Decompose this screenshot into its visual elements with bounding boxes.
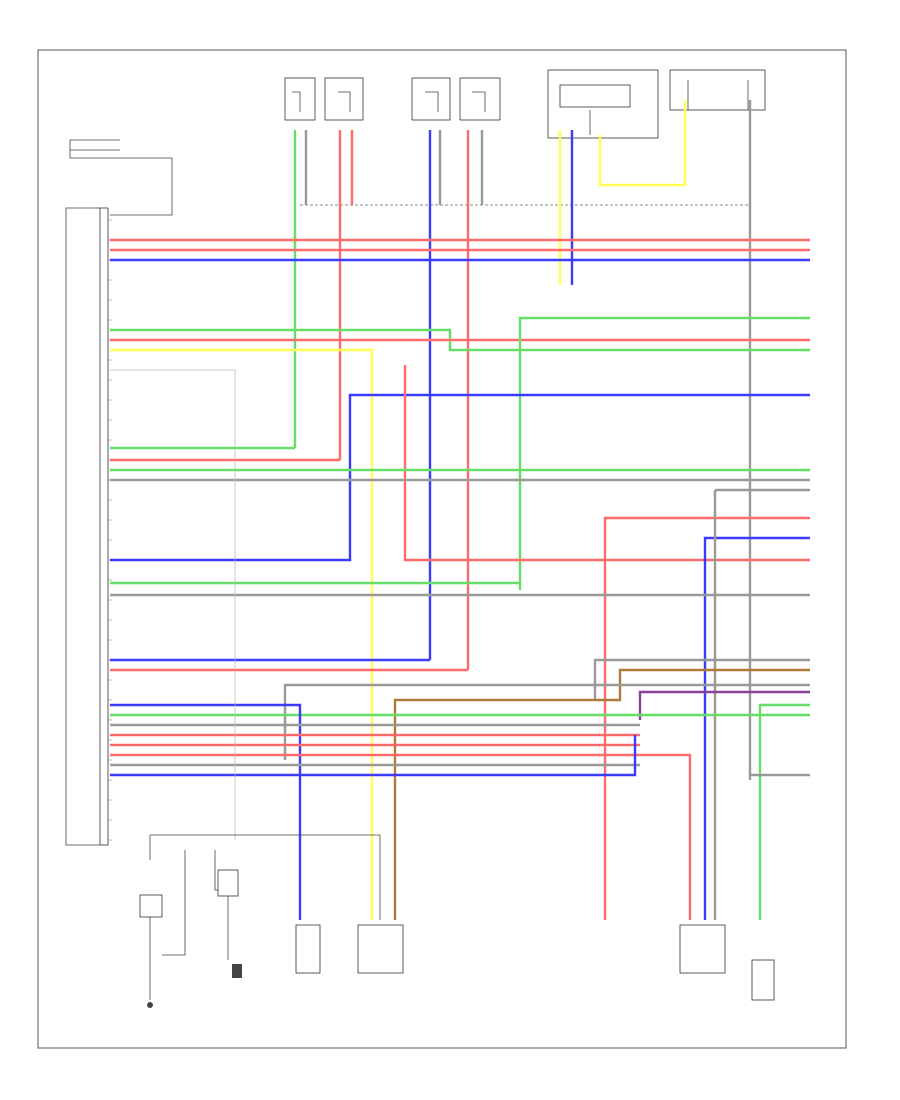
wire-green-h6 [758,703,810,920]
wire-green-h3 [518,316,810,590]
wire-yellow-relay [598,100,687,187]
relay-box [547,69,659,139]
diagram-frame [37,49,847,1049]
wire-blue-h3 [703,536,810,920]
fuse-box-4 [459,77,501,121]
wire-gray-h4 [593,658,810,700]
wire-gray-faint [110,369,236,840]
wire-brown-h1 [393,668,810,920]
bottom-connector-b [357,924,404,974]
bottom-knock-sensor [214,850,242,978]
wire-blue-h5 [110,735,637,777]
wire-blue-h4 [110,703,302,920]
wire-blue-h2 [110,393,810,562]
engine-control-module [65,207,112,846]
top-left-connector [69,139,173,216]
wire-yellow-h1 [110,348,374,920]
wire-gray-h5 [283,683,810,760]
bottom-connector-c [679,924,726,974]
fuse-box-3 [411,77,451,121]
wire-purple-h1 [638,690,810,720]
bottom-connector-a [295,924,321,974]
wire-red-h4 [403,365,810,562]
bottom-left-sensor [139,834,381,1008]
ecm-pin-ticks [108,219,112,841]
fuse-box-2 [324,77,364,121]
wire-red-h8 [110,753,692,920]
bottom-connector-d [751,959,775,1001]
wire-red-h5 [603,516,810,920]
fuse-box-1 [284,77,316,121]
